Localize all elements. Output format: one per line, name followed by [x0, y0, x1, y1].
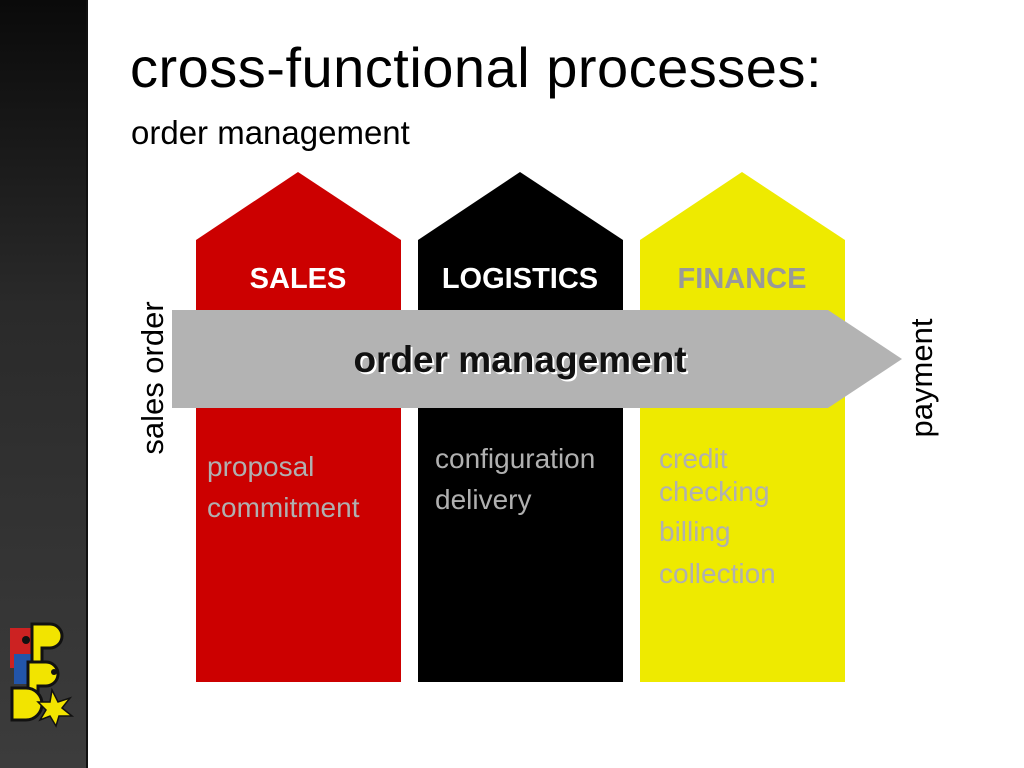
- finance-column: [640, 172, 845, 682]
- finance-header: FINANCE: [678, 263, 807, 295]
- sales-item: proposal: [207, 451, 314, 482]
- logistics-column: [418, 172, 623, 682]
- finance-item: collection: [659, 558, 776, 589]
- logistics-header: LOGISTICS: [442, 263, 598, 295]
- payment-label: payment: [904, 318, 939, 437]
- sales-order-label: sales order: [135, 301, 170, 454]
- sales-column: [196, 172, 401, 682]
- order-management-arrow: [172, 310, 902, 408]
- sales-header: SALES: [250, 263, 347, 295]
- page-title: cross-functional processes:: [130, 36, 823, 99]
- order-management-label-shadow: order management: [355, 341, 688, 382]
- finance-item: billing: [659, 516, 731, 547]
- finance-item: credit: [659, 443, 728, 474]
- order-management-label: order management: [353, 339, 686, 380]
- logistics-item: configuration: [435, 443, 595, 474]
- sidebar-strip: [0, 0, 88, 768]
- page-subtitle: order management: [131, 114, 410, 151]
- finance-item: checking: [659, 476, 770, 507]
- ipd-logo-icon: [10, 622, 75, 728]
- logistics-item: delivery: [435, 484, 531, 515]
- sales-item: commitment: [207, 492, 360, 523]
